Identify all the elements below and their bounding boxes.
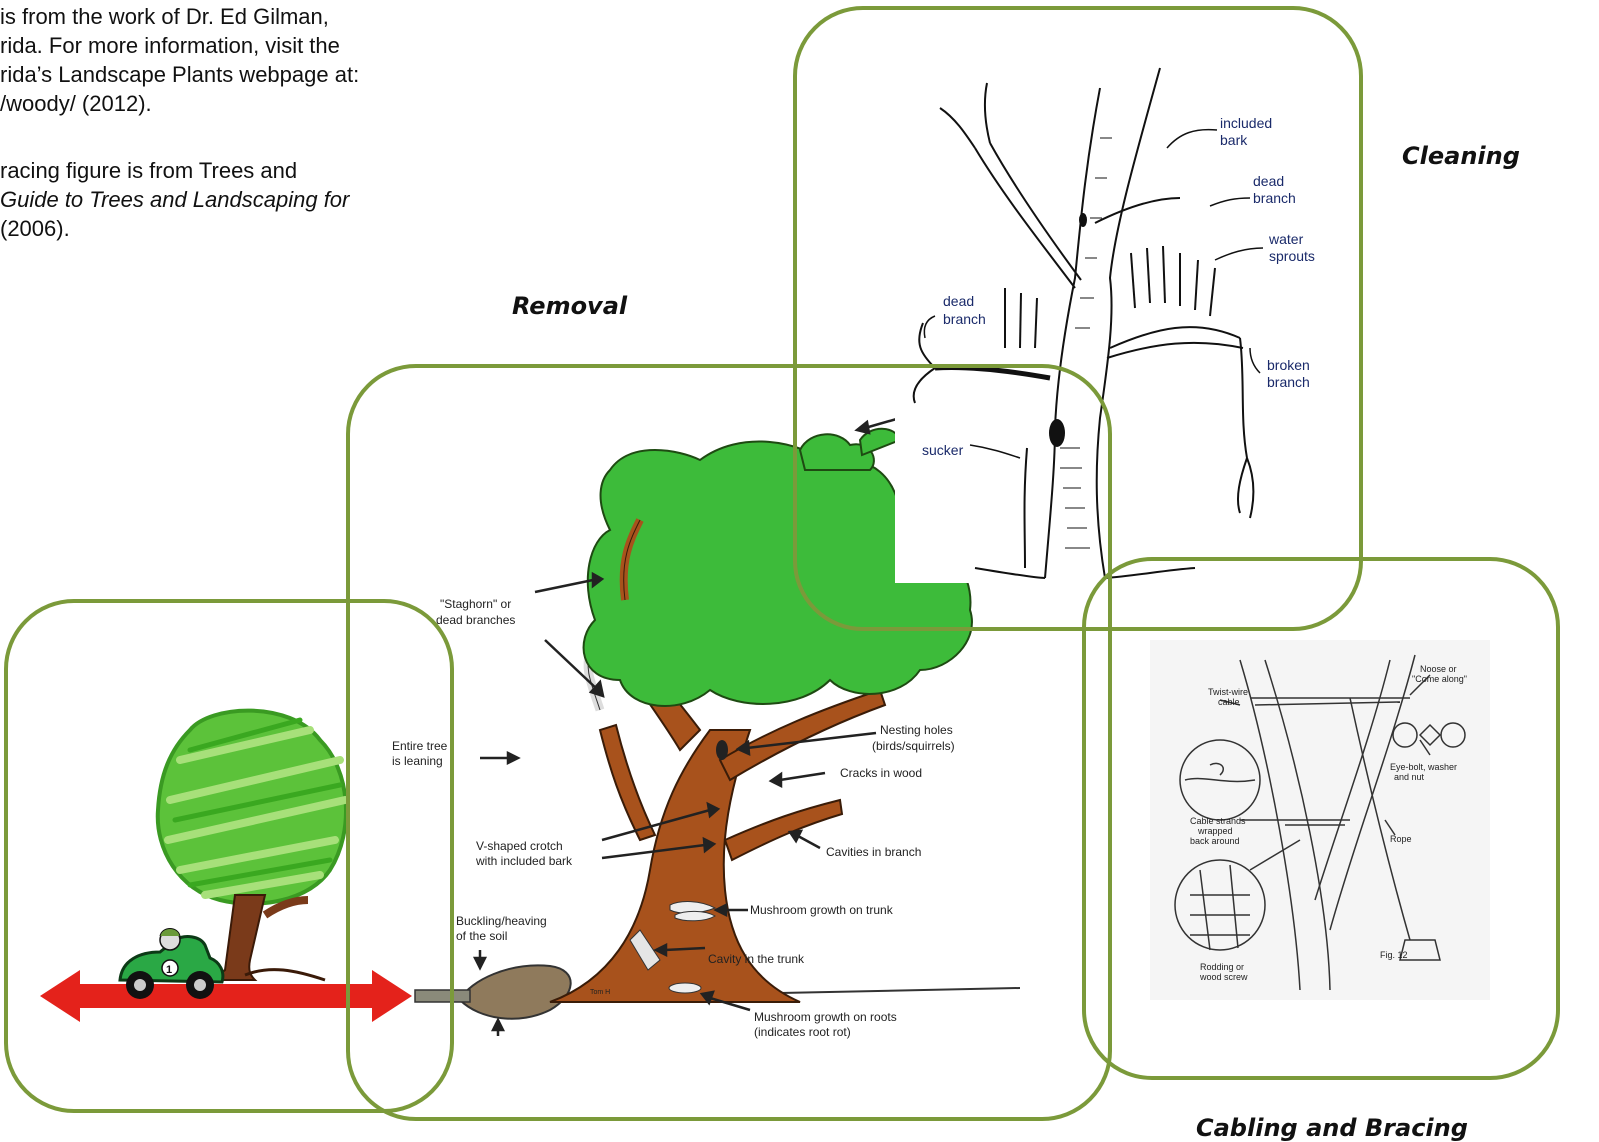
- intro-line: /woody/ (2012).: [0, 89, 359, 118]
- intro-line: (2006).: [0, 214, 349, 243]
- removal-heading: Removal: [512, 292, 627, 320]
- intro-line: racing figure is from Trees and: [0, 156, 349, 185]
- cleaning-heading: Cleaning: [1402, 142, 1520, 170]
- intro-line: rida’s Landscape Plants webpage at:: [0, 60, 359, 89]
- frame-removal: [346, 364, 1112, 1121]
- intro-line: Guide to Trees and Landscaping for: [0, 185, 349, 214]
- intro-line: rida. For more information, visit the: [0, 31, 359, 60]
- intro-paragraph-1: is from the work of Dr. Ed Gilman, rida.…: [0, 2, 359, 118]
- intro-paragraph-2: racing figure is from Trees and Guide to…: [0, 156, 349, 243]
- cabling-heading: Cabling and Bracing: [1196, 1114, 1468, 1142]
- frame-cabling: [1082, 557, 1560, 1080]
- intro-line: is from the work of Dr. Ed Gilman,: [0, 2, 359, 31]
- frame-car: [4, 599, 454, 1113]
